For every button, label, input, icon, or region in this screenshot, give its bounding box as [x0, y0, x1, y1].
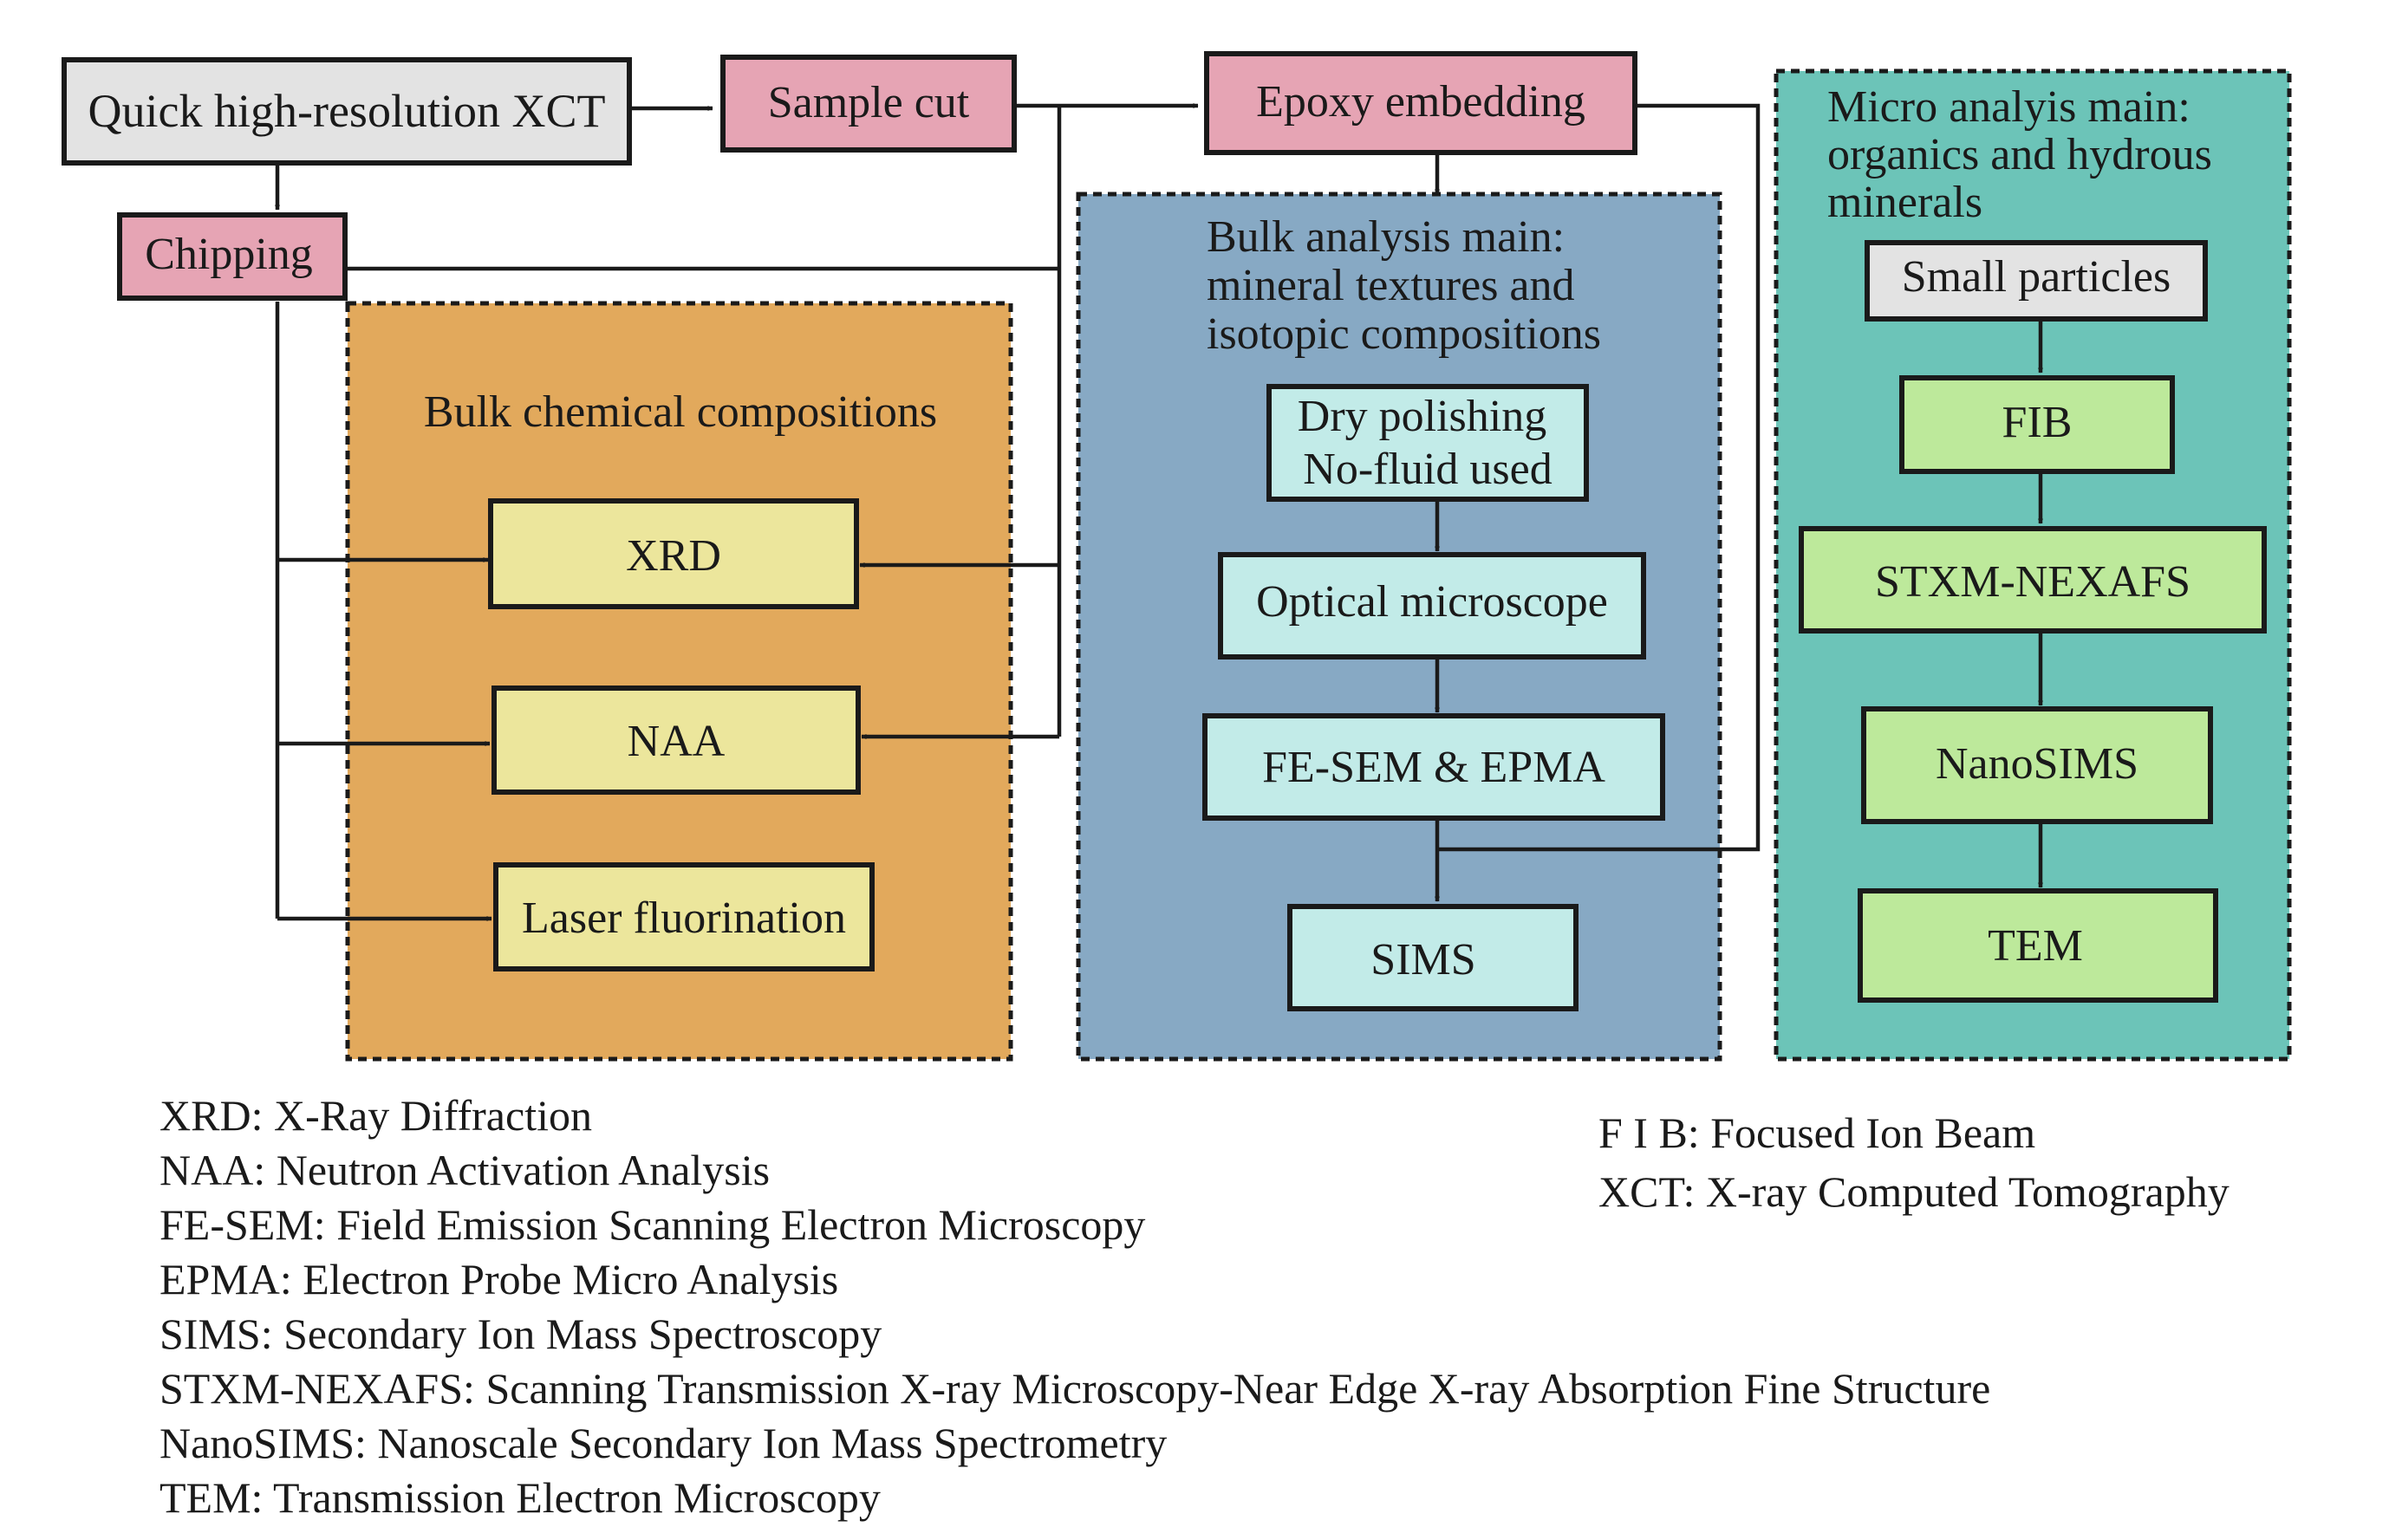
panel-bulk-analysis-title: Bulk analysis main: mineral textures and… [1207, 212, 1601, 359]
node-optical-label: Optical microscope [1256, 577, 1608, 627]
node-tem-label: TEM [1988, 921, 2083, 971]
node-nanosims: NanoSIMS [1861, 706, 2213, 824]
node-fib-label: FIB [2002, 398, 2073, 447]
node-fesem: FE-SEM & EPMA [1202, 713, 1665, 821]
node-xct-box [62, 57, 632, 166]
node-dry-polishing-box [1266, 384, 1589, 502]
node-chipping-label: Chipping [145, 230, 313, 279]
node-sims-label: SIMS [1370, 935, 1475, 984]
node-laser-label: Laser fluorination [522, 893, 846, 943]
legend-line: EPMA: Electron Probe Micro Analysis [159, 1255, 838, 1303]
node-tem: TEM [1858, 888, 2218, 1003]
node-xct-label: Quick high-resolution XCT [88, 85, 606, 137]
node-dry-polishing-label: Dry polishing No-fluid used [1298, 392, 1558, 494]
panel-title-line: minerals [1827, 178, 1982, 227]
node-laser-box [493, 862, 875, 971]
legend-line: NAA: Neutron Activation Analysis [159, 1146, 770, 1194]
legend-line: XCT: X-ray Computed Tomography [1598, 1167, 2230, 1216]
legend-line: FE-SEM: Field Emission Scanning Electron… [159, 1200, 1145, 1249]
node-sample-cut-box [720, 55, 1017, 153]
panel-title-line: isotopic compositions [1207, 309, 1601, 359]
node-naa: NAA [491, 686, 861, 795]
node-fesem-label: FE-SEM & EPMA [1262, 743, 1605, 792]
node-dry-polishing-line: No-fluid used [1303, 445, 1552, 494]
legend-right: F I B: Focused Ion Beam XCT: X-ray Compu… [1598, 1108, 2230, 1216]
legend-line: TEM: Transmission Electron Microscopy [159, 1473, 881, 1522]
panel-title-line: mineral textures and [1207, 261, 1575, 310]
node-sample-cut: Sample cut [720, 55, 1017, 153]
legend-line: SIMS: Secondary Ion Mass Spectroscopy [159, 1309, 882, 1358]
node-epoxy: Epoxy embedding [1204, 51, 1637, 155]
connectors [275, 103, 2043, 921]
node-fib: FIB [1899, 375, 2175, 474]
node-chipping-box [117, 212, 348, 301]
node-tem-box [1858, 888, 2218, 1003]
legend-line: F I B: Focused Ion Beam [1598, 1108, 2035, 1157]
node-naa-box [491, 686, 861, 795]
node-xrd: XRD [488, 498, 859, 609]
panel-bulk-chemical-title: Bulk chemical compositions [424, 387, 937, 437]
node-optical-box [1218, 552, 1646, 660]
node-stxm-box [1799, 526, 2267, 634]
node-xrd-label: XRD [626, 531, 721, 581]
node-naa-label: NAA [628, 717, 726, 766]
node-nanosims-box [1861, 706, 2213, 824]
node-fesem-box [1202, 713, 1665, 821]
node-laser: Laser fluorination [493, 862, 875, 971]
legend-line: NanoSIMS: Nanoscale Secondary Ion Mass S… [159, 1419, 1167, 1467]
node-stxm: STXM-NEXAFS [1799, 526, 2267, 634]
node-xrd-box [488, 498, 859, 609]
panel-title-line: Bulk chemical compositions [424, 387, 937, 437]
node-xct: Quick high-resolution XCT [62, 57, 632, 166]
node-epoxy-label: Epoxy embedding [1256, 77, 1585, 127]
panel-title-line: Bulk analysis main: [1207, 212, 1565, 262]
node-sims: SIMS [1287, 904, 1579, 1011]
node-optical: Optical microscope [1218, 552, 1646, 660]
legend-left: XRD: X-Ray Diffraction NAA: Neutron Acti… [159, 1091, 1990, 1522]
node-chipping: Chipping [117, 212, 348, 301]
panel-micro-analysis-title: Micro analyis main: organics and hydrous… [1827, 82, 2223, 227]
panel-title-line: Micro analyis main: [1827, 82, 2190, 132]
node-fib-box [1899, 375, 2175, 474]
edge-epoxy-bypass [1437, 103, 1761, 852]
node-stxm-label: STXM-NEXAFS [1875, 557, 2190, 607]
node-sims-box [1287, 904, 1579, 1011]
panel-title-line: organics and hydrous [1827, 130, 2212, 179]
node-dry-polishing: Dry polishing No-fluid used [1266, 384, 1589, 502]
node-epoxy-box [1204, 51, 1637, 155]
node-sample-cut-label: Sample cut [768, 78, 970, 127]
legend-line: STXM-NEXAFS: Scanning Transmission X-ray… [159, 1364, 1990, 1413]
node-small-particles-box [1865, 240, 2208, 322]
node-small-particles: Small particles [1865, 240, 2208, 322]
node-small-particles-label: Small particles [1902, 252, 2171, 302]
legend-line: XRD: X-Ray Diffraction [159, 1091, 592, 1140]
node-dry-polishing-line: Dry polishing [1298, 392, 1546, 441]
node-nanosims-label: NanoSIMS [1936, 739, 2138, 789]
